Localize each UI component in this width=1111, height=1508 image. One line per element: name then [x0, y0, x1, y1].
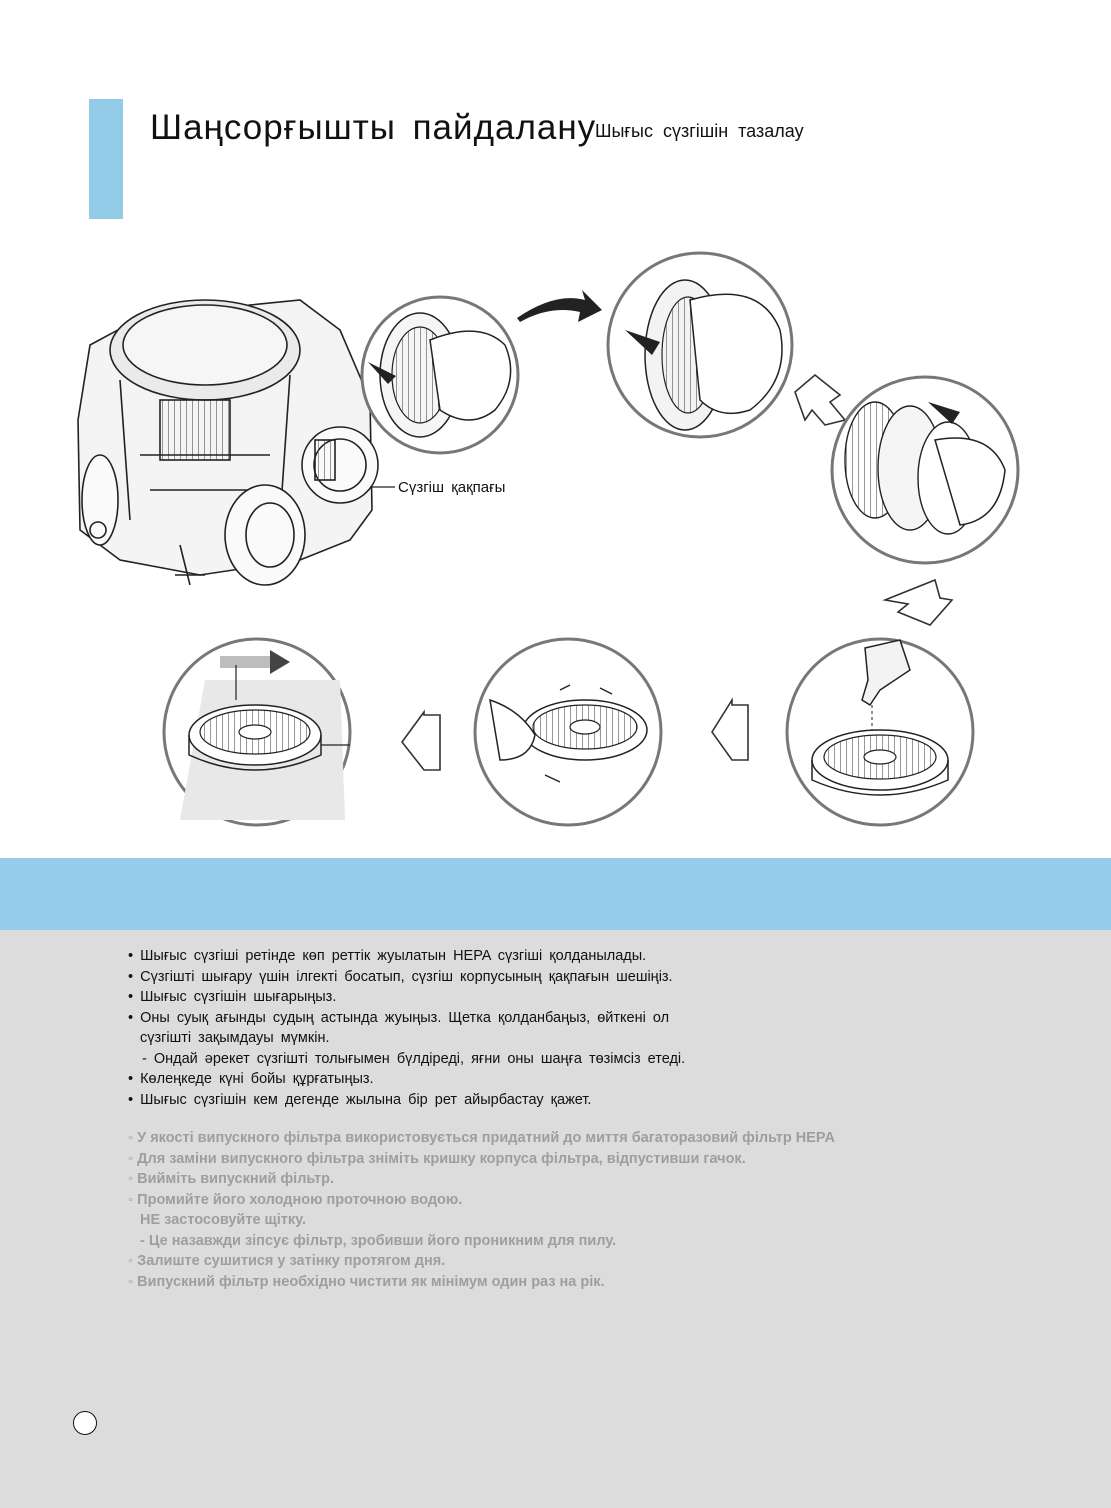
instruction-line: • Оны суық ағынды судың астында жуыңыз. … — [128, 1009, 670, 1026]
step-release-cover — [360, 295, 520, 455]
instruction-line: сүзгішті зақымдауы мүмкін. — [140, 1030, 330, 1046]
instructions-ukrainian: ◦ У якості випускного фільтра використов… — [128, 1128, 835, 1292]
instruction-line: - Це назавжди зіпсує фільтр, зробивши йо… — [140, 1232, 617, 1249]
page-number-circle — [73, 1411, 97, 1435]
page-subtitle: Шығыс сүзгішін тазалау — [595, 121, 804, 141]
curved-arrow-icon — [517, 290, 602, 322]
filter-cleaning-illustration — [77, 251, 1020, 827]
instruction-line: • Шығыс сүзгішін кем дегенде жылына бір … — [128, 1091, 592, 1108]
title-accent-bar — [89, 99, 123, 219]
instruction-line: ◦ Випускний фільтр необхідно чистити як … — [128, 1273, 605, 1290]
instruction-line: ◦ Для заміни випускного фільтра зніміть … — [128, 1150, 746, 1167]
instruction-line: - Ондай әрекет сүзгішті толығымен бүлдір… — [142, 1050, 686, 1067]
step-shake-filter — [473, 637, 663, 827]
instruction-line: • Шығыс сүзгішін шығарыңыз. — [128, 989, 337, 1005]
instruction-line: ◦ Вийміть випускний фільтр. — [128, 1171, 335, 1187]
blue-section-band — [0, 858, 1111, 930]
instruction-line: • Көлеңкеде күні бойы құрғатыңыз. — [128, 1071, 374, 1087]
step-dry-in-shade — [162, 637, 352, 827]
instruction-line: ◦ У якості випускного фільтра використов… — [128, 1130, 835, 1146]
hollow-arrow-icon — [711, 697, 749, 761]
filter-cover-label: Сүзгіш қақпағы — [398, 479, 506, 496]
instruction-line: • Сүзгішті шығару үшін ілгекті босатып, … — [128, 968, 673, 985]
hollow-arrow-icon — [400, 709, 441, 771]
instruction-line: ◦ Залиште сушитися у затінку протягом дн… — [128, 1253, 446, 1269]
hollow-arrow-icon — [882, 578, 954, 626]
step-wash-filter — [785, 637, 975, 827]
instructions-panel — [0, 930, 1111, 1508]
instruction-line: • Шығыс сүзгіші ретінде көп реттік жуыла… — [128, 948, 647, 964]
instruction-line: НЕ застосовуйте щітку. — [140, 1212, 306, 1228]
hollow-arrow-icon — [794, 373, 847, 426]
step-open-cover — [606, 251, 794, 439]
instructions-kazakh: • Шығыс сүзгіші ретінде көп реттік жуыла… — [128, 946, 685, 1110]
instruction-line: ◦ Промийте його холодною проточною водою… — [128, 1191, 463, 1208]
step-take-out-filter — [830, 375, 1020, 565]
vacuum-cleaner-drawing — [77, 299, 379, 586]
page-title: Шаңсорғышты пайдалану — [150, 108, 597, 147]
